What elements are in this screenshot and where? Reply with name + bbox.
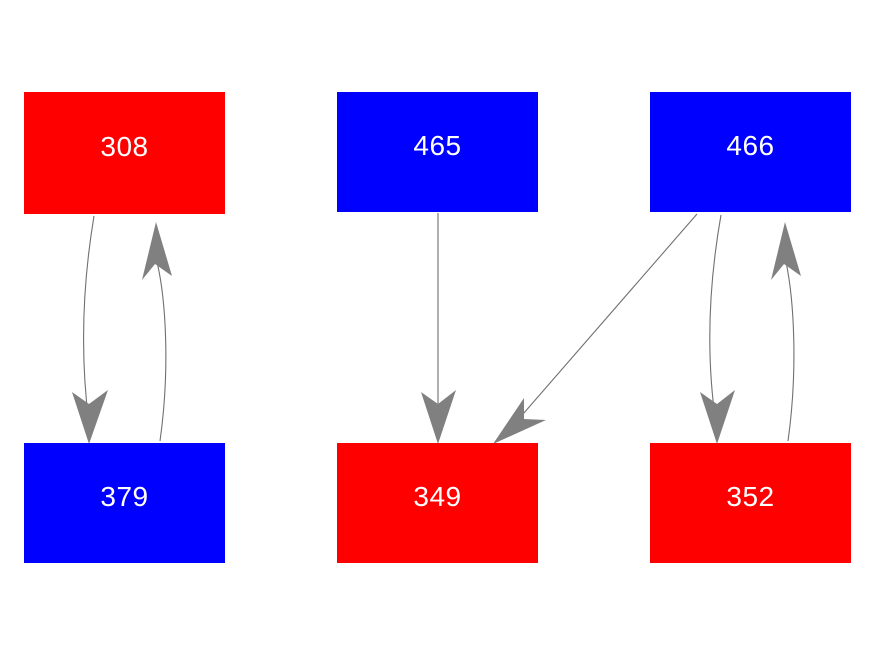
graph-node-379[interactable]: 379 bbox=[24, 443, 225, 563]
edge-arrowhead bbox=[142, 222, 172, 280]
graph-node-466[interactable]: 466 bbox=[650, 92, 851, 212]
node-label: 466 bbox=[726, 130, 775, 161]
graph-edge-466-to-349 bbox=[493, 213, 698, 444]
edge-line bbox=[509, 213, 698, 430]
graph-node-465[interactable]: 465 bbox=[337, 92, 538, 212]
graph-node-349[interactable]: 349 bbox=[337, 443, 538, 563]
graph-edge-379-to-308 bbox=[142, 222, 172, 442]
node-label: 349 bbox=[413, 481, 462, 512]
graph-edge-352-to-466 bbox=[771, 222, 801, 442]
node-label: 352 bbox=[726, 481, 775, 512]
edges-group bbox=[72, 213, 801, 444]
graph-node-308[interactable]: 308 bbox=[24, 92, 225, 214]
graph-edge-308-to-379 bbox=[72, 215, 108, 444]
edge-arrowhead bbox=[72, 390, 108, 444]
graph-edge-465-to-349 bbox=[421, 213, 456, 444]
node-label: 308 bbox=[100, 131, 149, 162]
edge-arrowhead bbox=[421, 390, 456, 444]
edge-arrowhead bbox=[771, 222, 801, 280]
edge-arrowhead bbox=[493, 398, 546, 444]
node-label: 465 bbox=[413, 130, 462, 161]
edge-arrowhead bbox=[700, 390, 735, 444]
graph-node-352[interactable]: 352 bbox=[650, 443, 851, 563]
edge-line bbox=[156, 261, 167, 442]
edge-line bbox=[785, 261, 795, 442]
node-label: 379 bbox=[100, 481, 149, 512]
graph-edge-466-to-352 bbox=[700, 214, 735, 444]
